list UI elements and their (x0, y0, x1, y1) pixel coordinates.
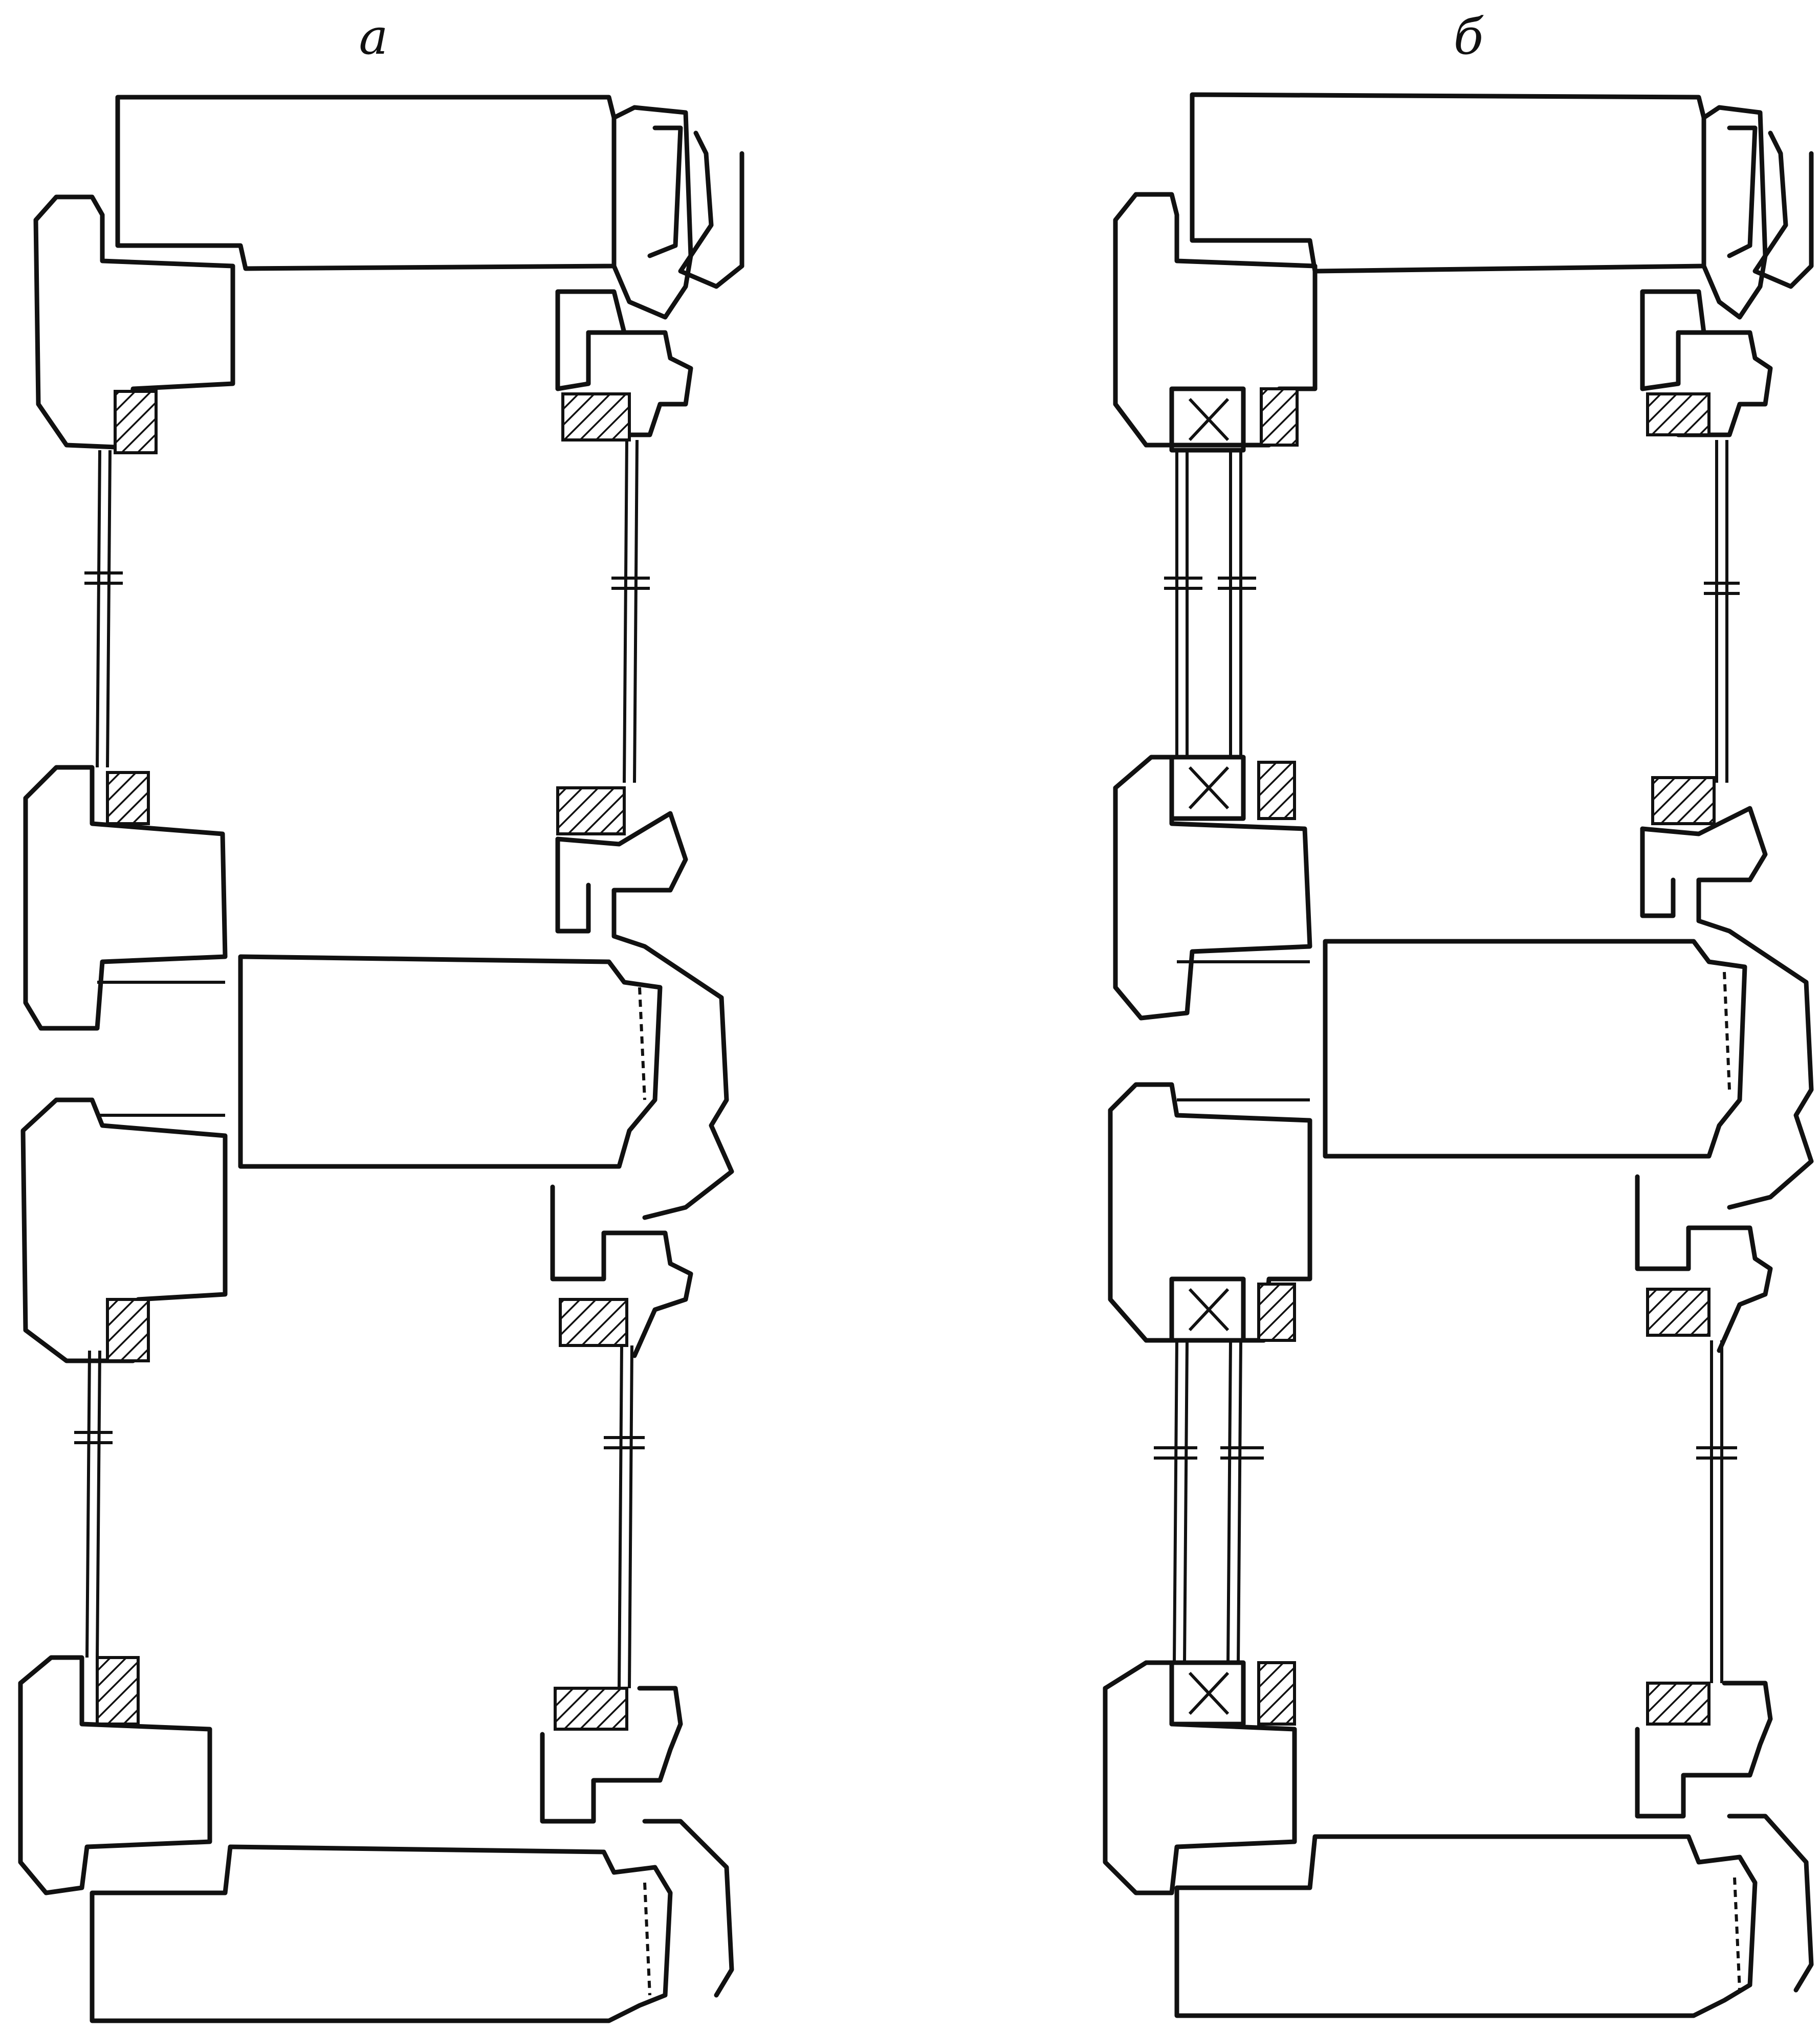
top-sash (115, 95, 617, 271)
seal-gasket (1257, 761, 1296, 820)
top-sash (1190, 92, 1706, 274)
spacer-block (1169, 386, 1246, 453)
seal-gasket (1646, 392, 1711, 436)
bottom-left-frame (18, 1655, 212, 1895)
seal-gasket (1257, 1661, 1296, 1726)
seal-gasket (1257, 1283, 1296, 1342)
bottom-left-frame (1103, 1660, 1297, 1895)
top-right-frame (555, 289, 627, 391)
mid-right-hardware (555, 811, 734, 1220)
seal-gasket (1651, 776, 1716, 825)
mid-left-frame-lower (1108, 1082, 1312, 1343)
seal-gasket (559, 1298, 628, 1347)
bottom-sash (1174, 1834, 1758, 2018)
top-right-hardware (1701, 105, 1768, 320)
bottom-right-hardware (1635, 1681, 1773, 1819)
seal-gasket (106, 1298, 150, 1362)
seal-gasket (554, 1687, 628, 1731)
bottom-sash (90, 1844, 673, 2023)
panel-a-section (18, 95, 744, 2023)
seal-gasket (556, 786, 626, 835)
mid-left-frame-upper (23, 765, 228, 1031)
spacer-block (1169, 1276, 1246, 1343)
panel-b-section (1103, 92, 1814, 2018)
seal-gasket (96, 1656, 140, 1726)
seal-gasket (106, 771, 150, 825)
panel-label-a: а (359, 8, 388, 65)
mid-sash (1323, 939, 1747, 1159)
seal-gasket (1646, 1682, 1711, 1726)
mid-left-frame-upper (1113, 755, 1312, 1021)
seal-gasket (1260, 387, 1299, 447)
mid-right-hardware (1640, 806, 1814, 1210)
panel-label-b: б (1454, 8, 1484, 65)
mid-sash (238, 954, 663, 1169)
bottom-right-hardware (540, 1686, 683, 1824)
top-left-frame (33, 194, 235, 450)
seal-gasket (561, 392, 631, 441)
top-right-hardware (611, 105, 693, 320)
seal-gasket (1646, 1288, 1711, 1337)
seal-gasket (114, 390, 158, 454)
